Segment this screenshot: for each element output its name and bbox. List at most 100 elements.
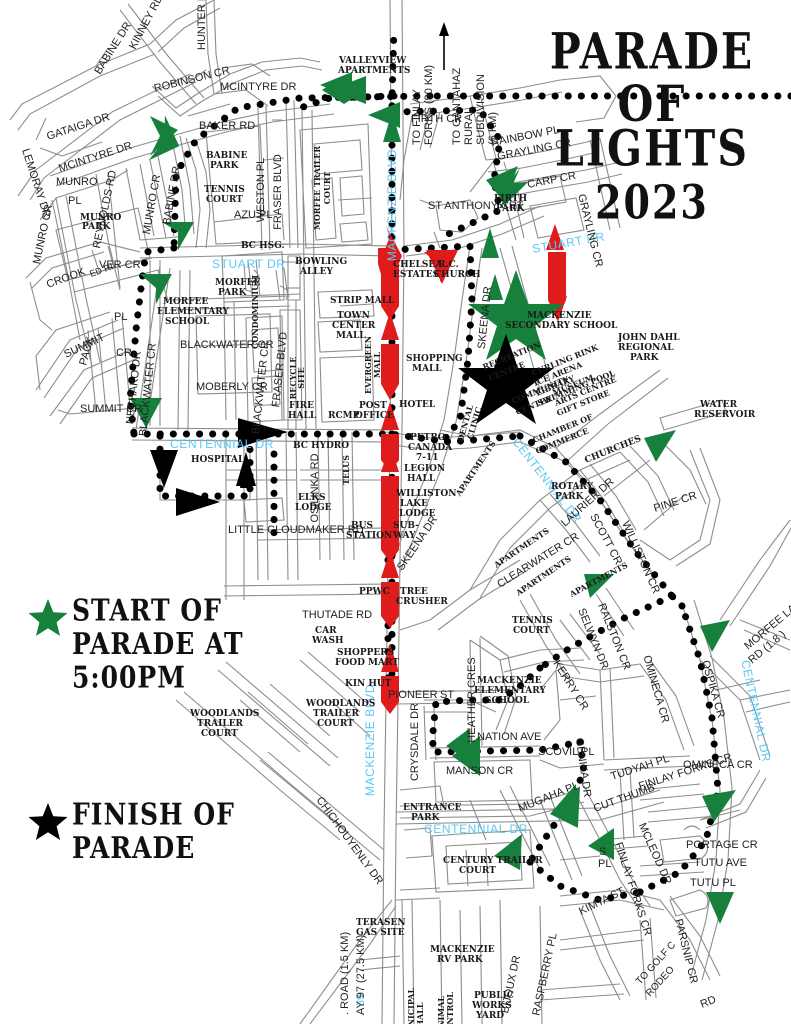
label-hunter-rd: HUNTER RD xyxy=(196,0,208,50)
label-rotary-park-2: PARK xyxy=(555,492,585,502)
label-entrance-park-1: ENTRANCE xyxy=(403,803,462,813)
label-tree-crusher-1: TREE xyxy=(400,587,428,597)
label-woodlands-a-3: COURT xyxy=(201,729,238,739)
label-williston-lodge-2: LAKE xyxy=(400,499,428,509)
label-municipal-hall-1: MUNICIPAL xyxy=(406,987,416,1024)
label-century-trailer-2: COURT xyxy=(459,866,496,876)
label-pioneer-st: PIONEER xyxy=(388,689,438,701)
label-mcintyre-dr-east: MCINTYRE DR xyxy=(220,81,296,93)
label-john-dahl-3: PARK xyxy=(630,353,660,363)
label-tennis-court-2: COURT xyxy=(206,195,243,205)
label-shoppers-1: SHOPPERS xyxy=(337,648,394,658)
label-subway-2: WAY xyxy=(392,531,416,541)
cyan-label-mackenzie-blvd-north: MACKENZIE BLVD xyxy=(385,149,399,261)
label-town-center-2: CENTER xyxy=(332,321,376,331)
label-fraser-blvd-north: FRASER BLVD xyxy=(272,154,284,230)
label-pl-b: PL xyxy=(598,858,611,870)
label-hotel: HOTEL xyxy=(399,400,436,410)
label-babine-park-1: BABINE xyxy=(206,151,248,161)
label-town-center-1: TOWN xyxy=(337,311,370,321)
highway-number-label: 39 xyxy=(355,994,367,1006)
label-portage-cr: PORTAGE CR xyxy=(686,839,758,851)
label-st-anthony-crt: ST ANTHONY CRT xyxy=(428,200,524,212)
legend-start-line-3: 5:00PM xyxy=(72,660,186,695)
label-morfee-elem-1: MORFEE xyxy=(163,297,209,307)
label-rv-park-2: RV PARK xyxy=(437,955,484,965)
label-munro-park-2: PARK xyxy=(82,222,112,232)
label-to-gantahaz-2: RURAL xyxy=(463,108,475,145)
legend-start: START OF PARADE AT 5:00PM xyxy=(28,592,278,694)
label-summit-cr: SUMMIT CR xyxy=(80,403,142,415)
label-tennis-court-1: TENNIS xyxy=(204,185,245,195)
label-mackenzie-elem-2: ELEMENTARY xyxy=(474,686,546,696)
label-animal-control-1: ANIMAL xyxy=(436,996,446,1024)
label-bowling-1: BOWLING xyxy=(295,257,347,267)
label-thutade-rd: THUTADE RD xyxy=(302,609,372,621)
label-john-dahl-2: REGIONAL xyxy=(618,343,674,353)
legend-finish: FINISH OF PARADE xyxy=(28,796,278,865)
label-nation-ave: NATION AVE xyxy=(477,731,541,743)
label-evergreen-mall-2: MALL xyxy=(372,351,382,378)
label-entrance-park-2: PARK xyxy=(411,813,441,823)
label-petro-2: CANADA xyxy=(408,443,453,453)
label-public-works-1: PUBLIC xyxy=(474,991,514,1001)
label-bc-hydro: BC HYDRO xyxy=(293,441,349,451)
label-bus-station-1: BUS xyxy=(351,521,373,531)
label-to-gantahaz-4: (6 KM) xyxy=(487,112,499,145)
label-elks-lodge-2: LODGE xyxy=(295,503,332,513)
green-star-icon xyxy=(28,594,72,642)
label-subway-1: SUB- xyxy=(393,521,419,531)
label-hospital: HOSPITAL xyxy=(191,455,245,465)
label-williston-lodge-1: WILLISTON xyxy=(395,489,456,499)
label-terasen-2: GAS SITE xyxy=(356,928,405,938)
legend-finish-line-1: FINISH OF xyxy=(72,796,235,832)
label-firth-park-2: PARK xyxy=(496,204,526,214)
black-star-icon xyxy=(28,798,72,846)
label-munro: MUNRO xyxy=(56,176,98,188)
label-crysdale-dr: CRYSDALE DR xyxy=(409,703,421,781)
label-morfee-park-2: PARK xyxy=(218,288,248,298)
label-rv-park-1: MACKENZIE xyxy=(430,945,495,955)
label-morfee-elem-3: SCHOOL xyxy=(165,317,210,327)
label-baker-rd: BAKER RD xyxy=(199,120,255,132)
label-strip-mall: STRIP MALL xyxy=(330,296,395,306)
legend-start-line-1: START OF xyxy=(72,592,222,628)
label-munro-park-1: MUNRO xyxy=(80,213,122,223)
label-osilinka-rd: OSILINKA RD xyxy=(309,453,321,522)
label-rc-church-2: CHURCH xyxy=(434,270,481,280)
label-woodlands-b-2: TRAILER xyxy=(313,709,360,719)
label-ppwc: PPWC xyxy=(359,587,390,597)
start-star-marker xyxy=(468,270,564,360)
label-woodlands-a-2: TRAILER xyxy=(197,719,244,729)
legend-start-line-2: PARADE AT xyxy=(72,626,244,662)
label-petro-3: 7-11 xyxy=(416,453,439,463)
label-kin-hut: KIN HUT xyxy=(345,679,392,689)
label-chelsea-2: ESTATES xyxy=(393,270,439,280)
label-woodlands-a-1: WOODLANDS xyxy=(189,709,259,719)
label-morfee-trailer-2: COURT xyxy=(322,172,332,205)
label-bc-hsg: BC HSG. xyxy=(241,241,285,251)
label-recycle-site-2: SITE xyxy=(296,367,306,389)
label-fire-hall-2: HALL xyxy=(288,411,317,421)
label-tennis-court-b-2: COURT xyxy=(513,626,550,636)
label-john-dahl-1: JOHN DAHL xyxy=(617,333,680,343)
label-crooked-river-cr-3: VER CR xyxy=(99,259,141,271)
label-morfee-elem-2: ELEMENTARY xyxy=(157,307,229,317)
label-woodlands-b-1: WOODLANDS xyxy=(305,699,375,709)
label-blackwater-cr-b: BLACKWATER CR xyxy=(180,339,274,351)
label-st: ST xyxy=(440,689,454,701)
finish-star-marker xyxy=(458,334,554,424)
road-network xyxy=(9,0,791,1024)
label-valleyview-2: APARTMENTS xyxy=(337,66,410,76)
label-weston-pl: WESTON PL xyxy=(255,158,267,223)
label-shopping-mall-2: MALL xyxy=(412,364,442,374)
label-bus-station-2: STATION xyxy=(346,531,392,541)
label-tutu-pl: TUTU PL xyxy=(690,877,736,889)
label-pl: PL xyxy=(114,311,127,323)
label-little-cloudmaker-rd: LITTLE CLOUDMAKER RD xyxy=(228,524,364,536)
label-century-trailer-1: CENTURY TRAILER xyxy=(443,856,543,866)
label-water-reservoir-2: RESERVOIR xyxy=(694,410,756,420)
label-rotary-park-1: ROTARY xyxy=(551,482,594,492)
label-legion-2: HALL xyxy=(407,474,436,484)
